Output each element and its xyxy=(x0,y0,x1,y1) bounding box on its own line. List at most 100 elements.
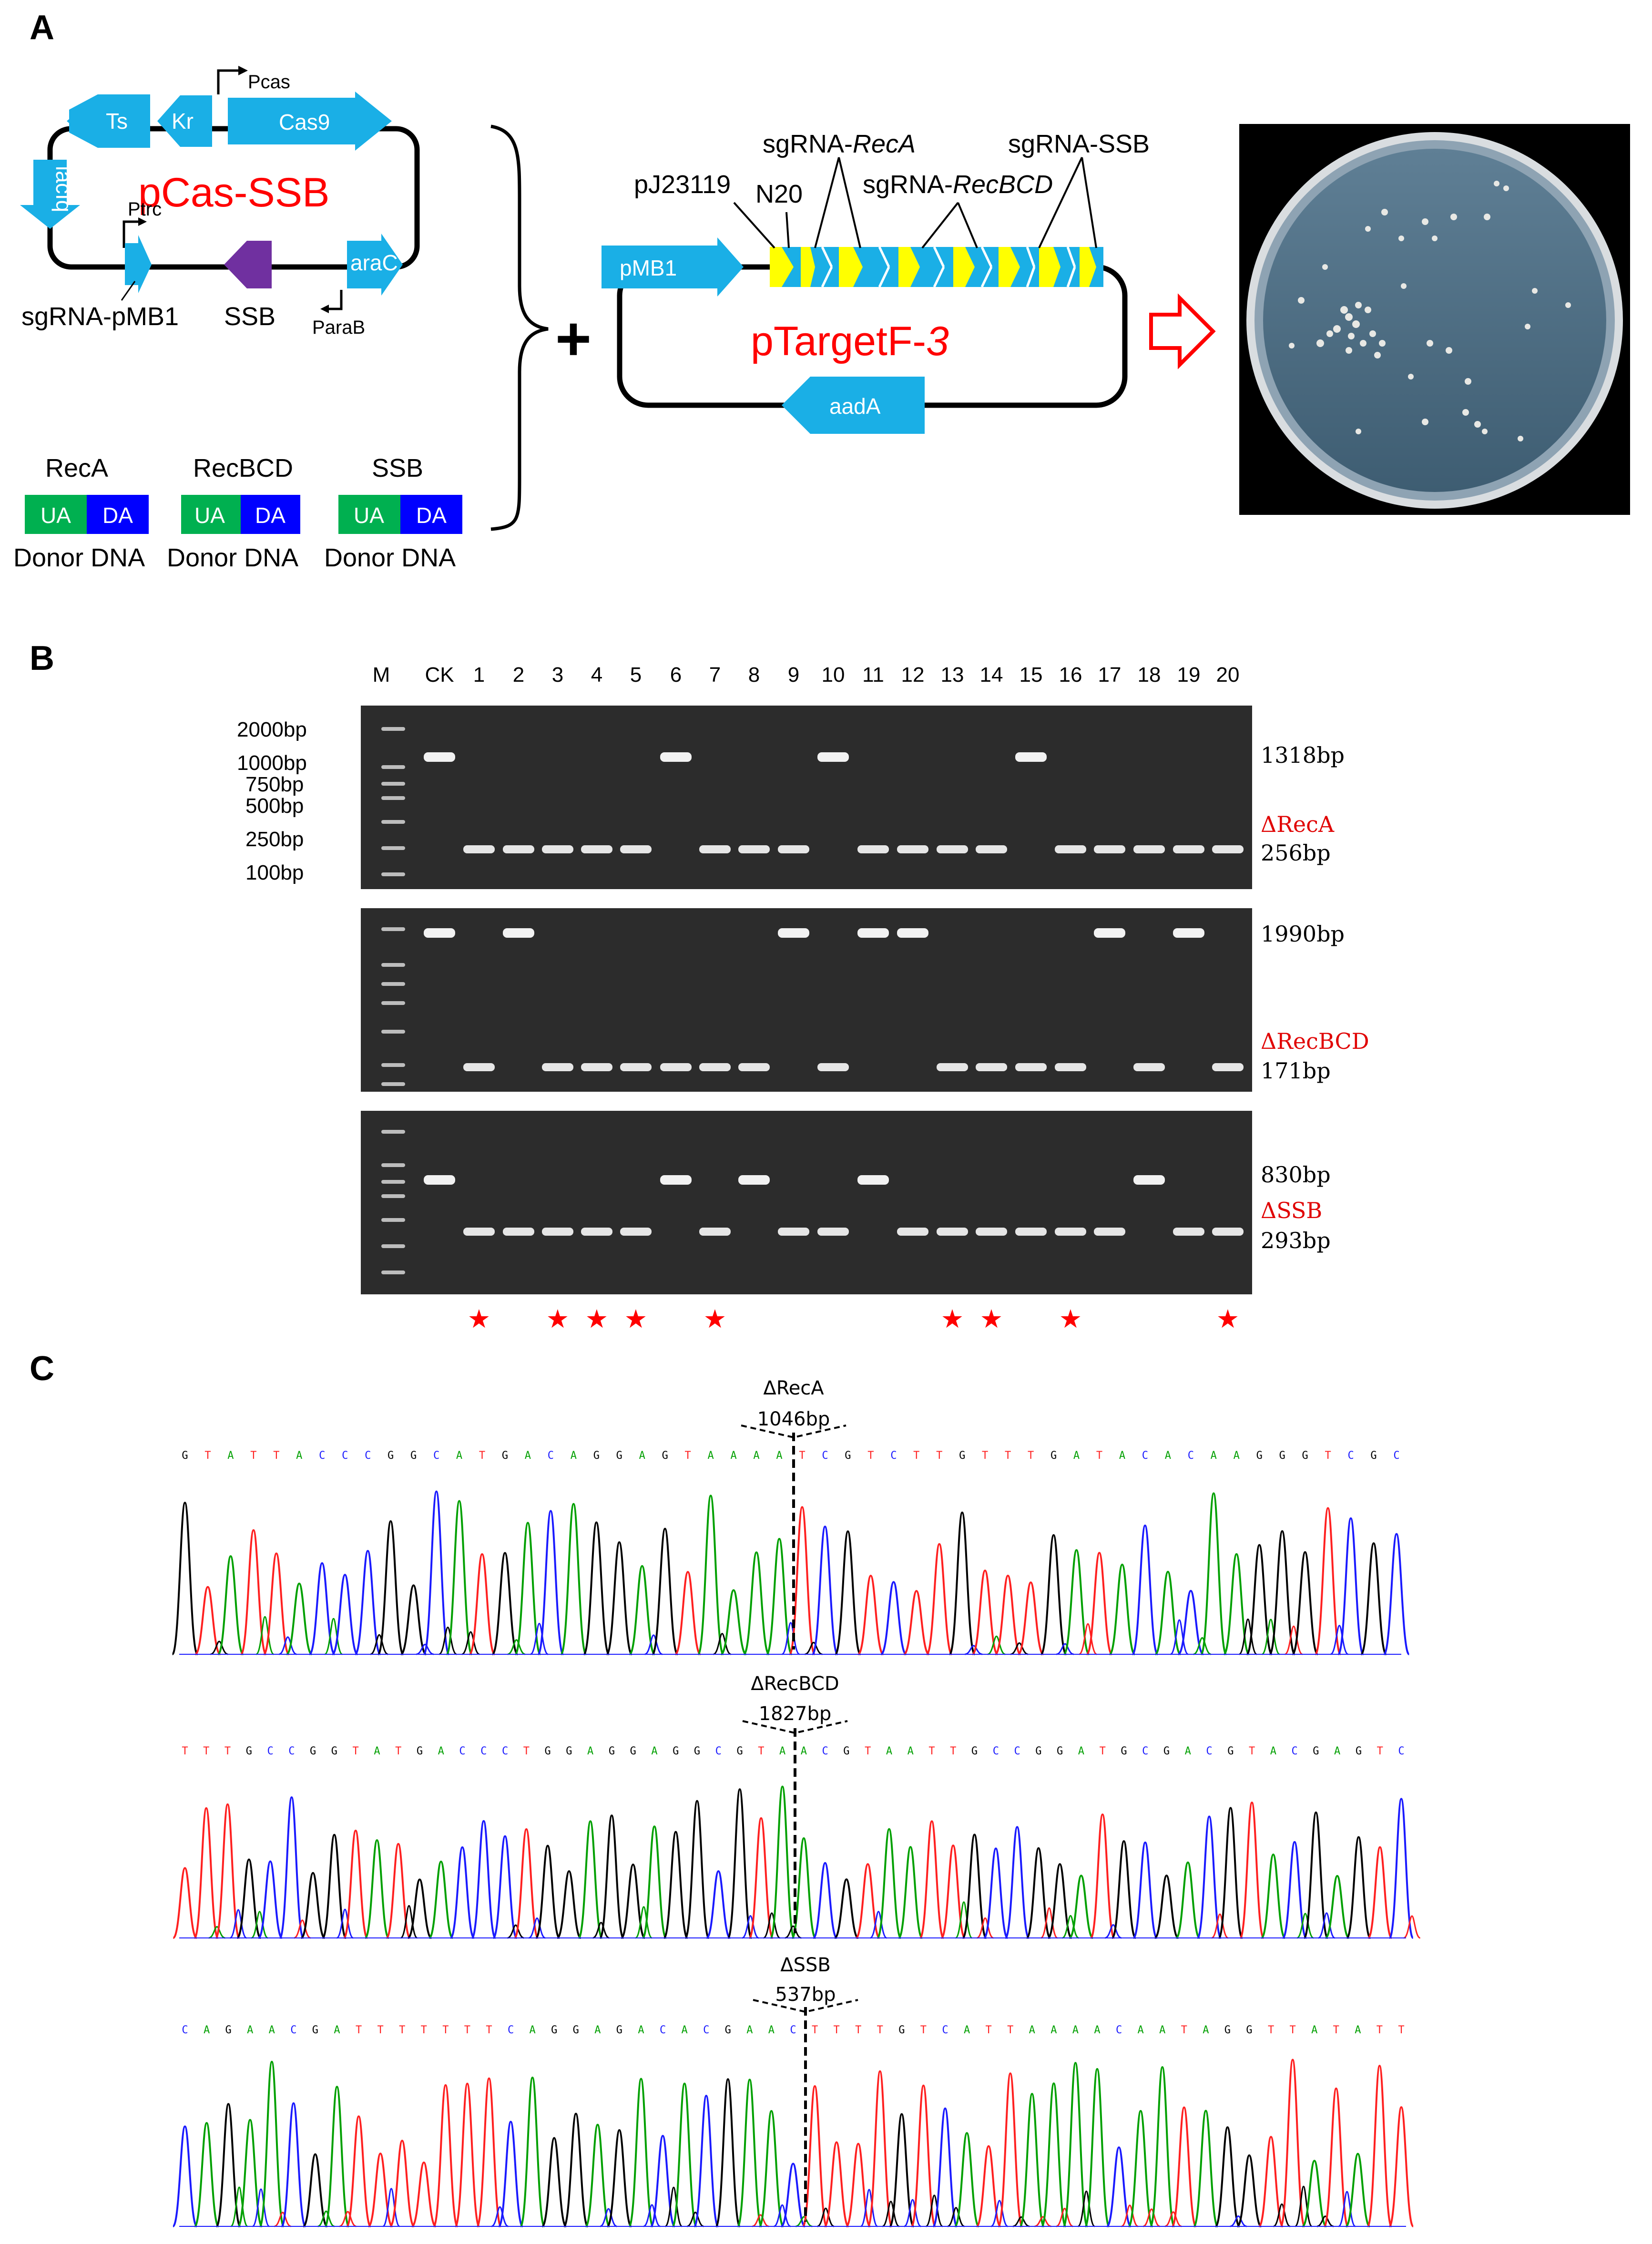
trace-minor-peak xyxy=(1164,2211,1182,2227)
trace-minor-peak xyxy=(752,2214,769,2227)
lane-label: 7 xyxy=(709,663,721,687)
gel-band xyxy=(897,845,928,853)
ladder-band xyxy=(381,927,405,931)
ladder-band xyxy=(381,872,405,876)
donor-ssb: SSB UA DA Donor DNA xyxy=(324,454,462,572)
trace-peak xyxy=(1360,1542,1387,1655)
trace-peak xyxy=(1040,1534,1067,1655)
curly-brace xyxy=(490,124,549,531)
base-call: T xyxy=(812,2024,818,2036)
trace-peak xyxy=(240,1529,267,1655)
base-call: G xyxy=(551,2024,557,2036)
trace-minor-peak xyxy=(336,1908,354,1939)
trace-peak xyxy=(321,1834,347,1939)
positive-clone-stars: ★★★★★★★★★ xyxy=(468,1304,1239,1334)
trace-peak xyxy=(1346,1836,1372,1939)
base-call: G xyxy=(673,1745,679,1757)
ptrc-promoter-label: Ptrc xyxy=(128,199,162,220)
trace-peak xyxy=(214,1803,241,1939)
gel-band xyxy=(1212,845,1244,853)
donor-ssb-caption: Donor DNA xyxy=(324,543,456,572)
trace-peak xyxy=(535,1844,561,1939)
trace-minor-peak xyxy=(643,2204,661,2227)
gel-band xyxy=(660,1063,692,1071)
lane-label: 14 xyxy=(980,663,1003,687)
gel-band xyxy=(738,845,770,853)
trace-minor-peak xyxy=(210,1640,228,1655)
ladder-band xyxy=(381,796,405,800)
trace-peak xyxy=(1314,1507,1342,1655)
gel-band xyxy=(1015,752,1047,762)
lane-label: M xyxy=(373,663,390,687)
base-call: C xyxy=(508,2024,514,2036)
trace-peak xyxy=(432,2084,459,2227)
trace-peak xyxy=(888,2113,915,2227)
trace-minor-peak xyxy=(530,1623,549,1655)
trace-peak xyxy=(697,1495,724,1655)
trace-peak xyxy=(1111,1840,1137,1939)
trace-peak xyxy=(1239,1801,1265,1939)
base-call: A xyxy=(296,1450,302,1462)
gel-band xyxy=(699,845,731,853)
trace-peak xyxy=(389,2140,415,2227)
trace-minor-peak xyxy=(925,2194,943,2227)
trace-peak xyxy=(563,2112,589,2227)
base-call: A xyxy=(594,2024,601,2036)
base-call: C xyxy=(1116,2024,1122,2036)
gel-band xyxy=(976,1063,1007,1071)
trace-peak xyxy=(674,1571,702,1655)
lane-label: 3 xyxy=(552,663,563,687)
base-call: C xyxy=(1347,1450,1354,1462)
base-call: C xyxy=(822,1745,828,1757)
base-call: G xyxy=(959,1450,965,1462)
trace-peak xyxy=(237,2119,263,2227)
trace-peak xyxy=(770,1785,795,1939)
base-call: A xyxy=(247,2024,253,2036)
ladder-band xyxy=(381,846,405,850)
trace-minor-peak xyxy=(1294,2185,1313,2227)
trace-peak xyxy=(672,2082,698,2227)
base-call: T xyxy=(855,2024,861,2036)
base-call: C xyxy=(942,2024,948,2036)
trace-peak xyxy=(400,1584,427,1655)
trace-minor-peak xyxy=(229,1909,247,1939)
base-call: G xyxy=(736,1745,743,1757)
donor-ssb-ua xyxy=(338,495,400,534)
base-call: C xyxy=(342,1450,348,1462)
trace-peak xyxy=(693,2095,719,2227)
trace-minor-peak xyxy=(1403,1915,1421,1939)
ladder-band xyxy=(381,963,405,967)
trace-peak xyxy=(663,1831,689,1939)
trace-peak xyxy=(1062,2062,1089,2227)
gel-band xyxy=(660,752,692,762)
ptarget-plasmid-name: pTargetF-3 xyxy=(751,318,949,364)
gel-band xyxy=(937,1063,968,1071)
gel-band xyxy=(1133,1063,1165,1071)
marker-size-2000: 2000bp xyxy=(237,718,307,741)
base-call: A xyxy=(682,2024,688,2036)
gel-band xyxy=(738,1175,770,1185)
panel-letter-a: A xyxy=(30,9,54,47)
trace-peak xyxy=(727,1788,753,1939)
trace-peak xyxy=(684,1800,710,1939)
trace-minor-peak xyxy=(817,2207,835,2227)
trace-peak xyxy=(1018,1581,1044,1655)
trace-peak xyxy=(286,1582,313,1655)
lane-label: 6 xyxy=(670,663,682,687)
star-marker: ★ xyxy=(468,1304,490,1334)
base-call: G xyxy=(1370,1450,1377,1462)
base-call: A xyxy=(334,2024,340,2036)
donor-ssb-da xyxy=(400,495,462,534)
gel-band xyxy=(620,1063,652,1071)
base-call: A xyxy=(708,1450,714,1462)
base-call: C xyxy=(660,2024,666,2036)
base-call: C xyxy=(319,1450,325,1462)
donor-recbcd-da xyxy=(241,495,300,534)
donor-dna-group: RecA UA DA Donor DNA RecBCD UA DA Donor … xyxy=(13,454,462,572)
sgrna-ssb-label: sgRNA-SSB xyxy=(1008,130,1150,158)
deletion-size: 1046bp xyxy=(757,1408,830,1430)
trace-minor-peak xyxy=(742,1915,759,1939)
base-call: A xyxy=(1029,2024,1035,2036)
trace-peak xyxy=(331,1574,359,1655)
trace-peak xyxy=(1200,1492,1227,1655)
